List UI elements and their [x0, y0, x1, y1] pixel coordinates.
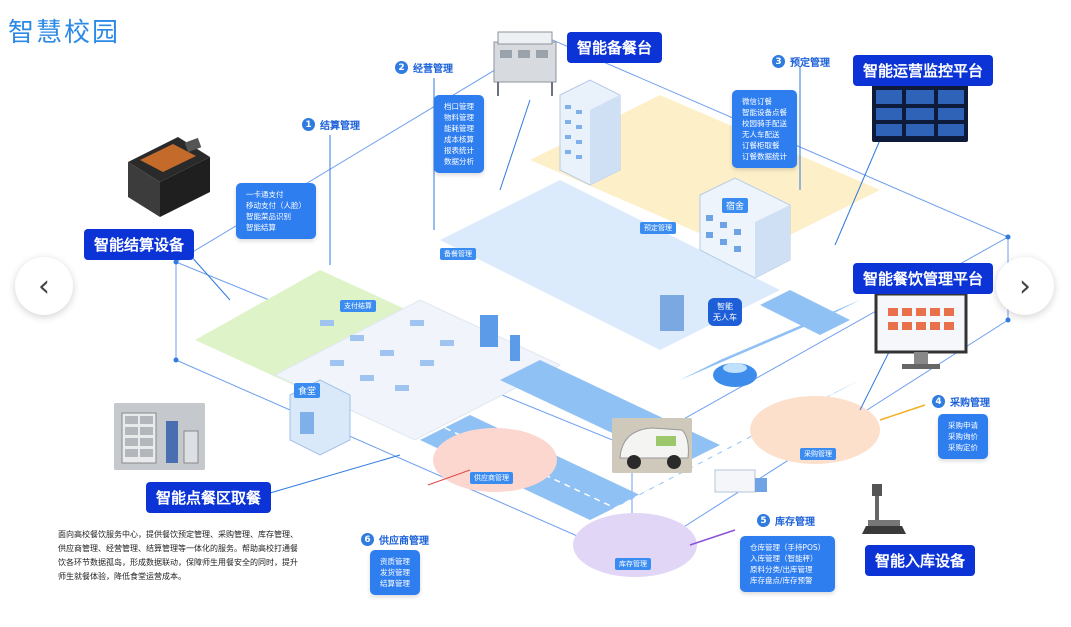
zone-label-supply: 供应商管理	[470, 472, 513, 484]
section-inventory-list: 仓库管理（手持POS） 入库管理（智能秤） 原料分类/出库管理 库存盘点/库存预…	[740, 536, 836, 592]
list-item: 一卡通支付	[246, 190, 284, 199]
section-operations-list: 档口管理 物料管理 能耗管理 成本核算 报表统计 数据分析	[434, 95, 484, 173]
list-item: 采购定价	[948, 443, 978, 452]
section-number: 1	[302, 118, 315, 131]
list-item: 发货管理	[380, 568, 410, 577]
list-item: 订餐柜取餐	[742, 141, 780, 150]
list-item: 采购申请	[948, 421, 978, 430]
section-title: 结算管理	[320, 121, 360, 132]
list-item: 档口管理	[444, 102, 474, 111]
list-item: 数据分析	[444, 157, 474, 166]
zone-label-purchase: 采购管理	[800, 448, 836, 460]
section-supplier-header: 6 供应商管理	[361, 532, 429, 547]
dorm-sign: 宿舍	[722, 198, 749, 213]
section-supplier-list: 资质管理 发货管理 结算管理	[370, 550, 420, 595]
list-item: 智能菜品识别	[246, 212, 291, 221]
section-reservation-list: 微信订餐 智能设备点餐 校园骑手配送 无人车配送 订餐柜取餐 订餐数据统计	[732, 90, 797, 168]
list-item: 结算管理	[380, 579, 410, 588]
prev-arrow-button[interactable]: ‹	[15, 257, 73, 315]
list-item: 原料分类/出库管理	[750, 565, 813, 574]
callout-pickup: 智能点餐区取餐	[146, 482, 272, 513]
list-item: 采购询价	[948, 432, 978, 441]
storage-scale-image	[862, 480, 908, 538]
pickup-locker-photo	[114, 403, 205, 470]
catering-platform-monitor-image	[874, 292, 968, 374]
section-number: 2	[395, 61, 408, 74]
list-item: 报表统计	[444, 146, 474, 155]
unmanned-vehicle-photo	[612, 418, 692, 473]
section-purchase-list: 采购申请 采购询价 采购定价	[938, 414, 988, 459]
section-inventory-header: 5 库存管理	[757, 513, 815, 528]
callout-catering-platform: 智能餐饮管理平台	[853, 263, 994, 294]
section-title: 采购管理	[950, 398, 990, 409]
drone-car-tag: 智能 无人车	[708, 298, 742, 326]
next-arrow-button[interactable]: ›	[996, 257, 1054, 315]
list-item: 入库管理（智能秤）	[750, 554, 818, 563]
page-title: 智慧校园	[8, 18, 121, 48]
section-number: 4	[932, 395, 945, 408]
callout-storage-device: 智能入库设备	[865, 545, 976, 576]
section-checkout-list: 一卡通支付 移动支付（人脸） 智能菜品识别 智能结算	[236, 183, 316, 239]
list-item: 资质管理	[380, 557, 410, 566]
description-paragraph: 面向高校餐饮服务中心，提供餐饮预定管理、采购管理、库存管理、供应商管理、经营管理…	[58, 530, 298, 581]
callout-checkout-device: 智能结算设备	[84, 229, 195, 260]
section-number: 3	[772, 55, 785, 68]
zone-label-prep: 备餐管理	[440, 248, 476, 260]
section-title: 预定管理	[790, 58, 830, 69]
list-item: 订餐数据统计	[742, 152, 787, 161]
canteen-sign: 食堂	[294, 383, 321, 398]
section-purchase-header: 4 采购管理	[932, 394, 990, 409]
list-item: 仓库管理（手持POS）	[750, 543, 826, 552]
section-operations-header: 2 经营管理	[395, 60, 453, 75]
list-item: 智能设备点餐	[742, 108, 787, 117]
zone-label-order: 预定管理	[640, 222, 676, 234]
section-title: 库存管理	[775, 517, 815, 528]
list-item: 库存盘点/库存预警	[750, 576, 813, 585]
list-item: 能耗管理	[444, 124, 474, 133]
section-checkout-header: 1 结算管理	[302, 117, 360, 132]
list-item: 智能结算	[246, 223, 276, 232]
list-item: 校园骑手配送	[742, 119, 787, 128]
callout-prep-station: 智能备餐台	[567, 32, 663, 63]
prep-station-image	[486, 22, 564, 100]
list-item: 成本核算	[444, 135, 474, 144]
checkout-device-image	[118, 122, 216, 222]
section-number: 5	[757, 514, 770, 527]
section-reservation-header: 3 预定管理	[772, 54, 830, 69]
section-title: 供应商管理	[379, 536, 429, 547]
zone-label-checkout: 支付结算	[340, 300, 376, 312]
callout-ops-monitor: 智能运营监控平台	[853, 55, 994, 86]
zone-label-storage: 库存管理	[615, 558, 651, 570]
list-item: 移动支付（人脸）	[246, 201, 306, 210]
list-item: 无人车配送	[742, 130, 780, 139]
list-item: 微信订餐	[742, 97, 772, 106]
section-title: 经营管理	[413, 64, 453, 75]
section-number: 6	[361, 533, 374, 546]
list-item: 物料管理	[444, 113, 474, 122]
monitor-dashboard-image	[872, 84, 968, 142]
